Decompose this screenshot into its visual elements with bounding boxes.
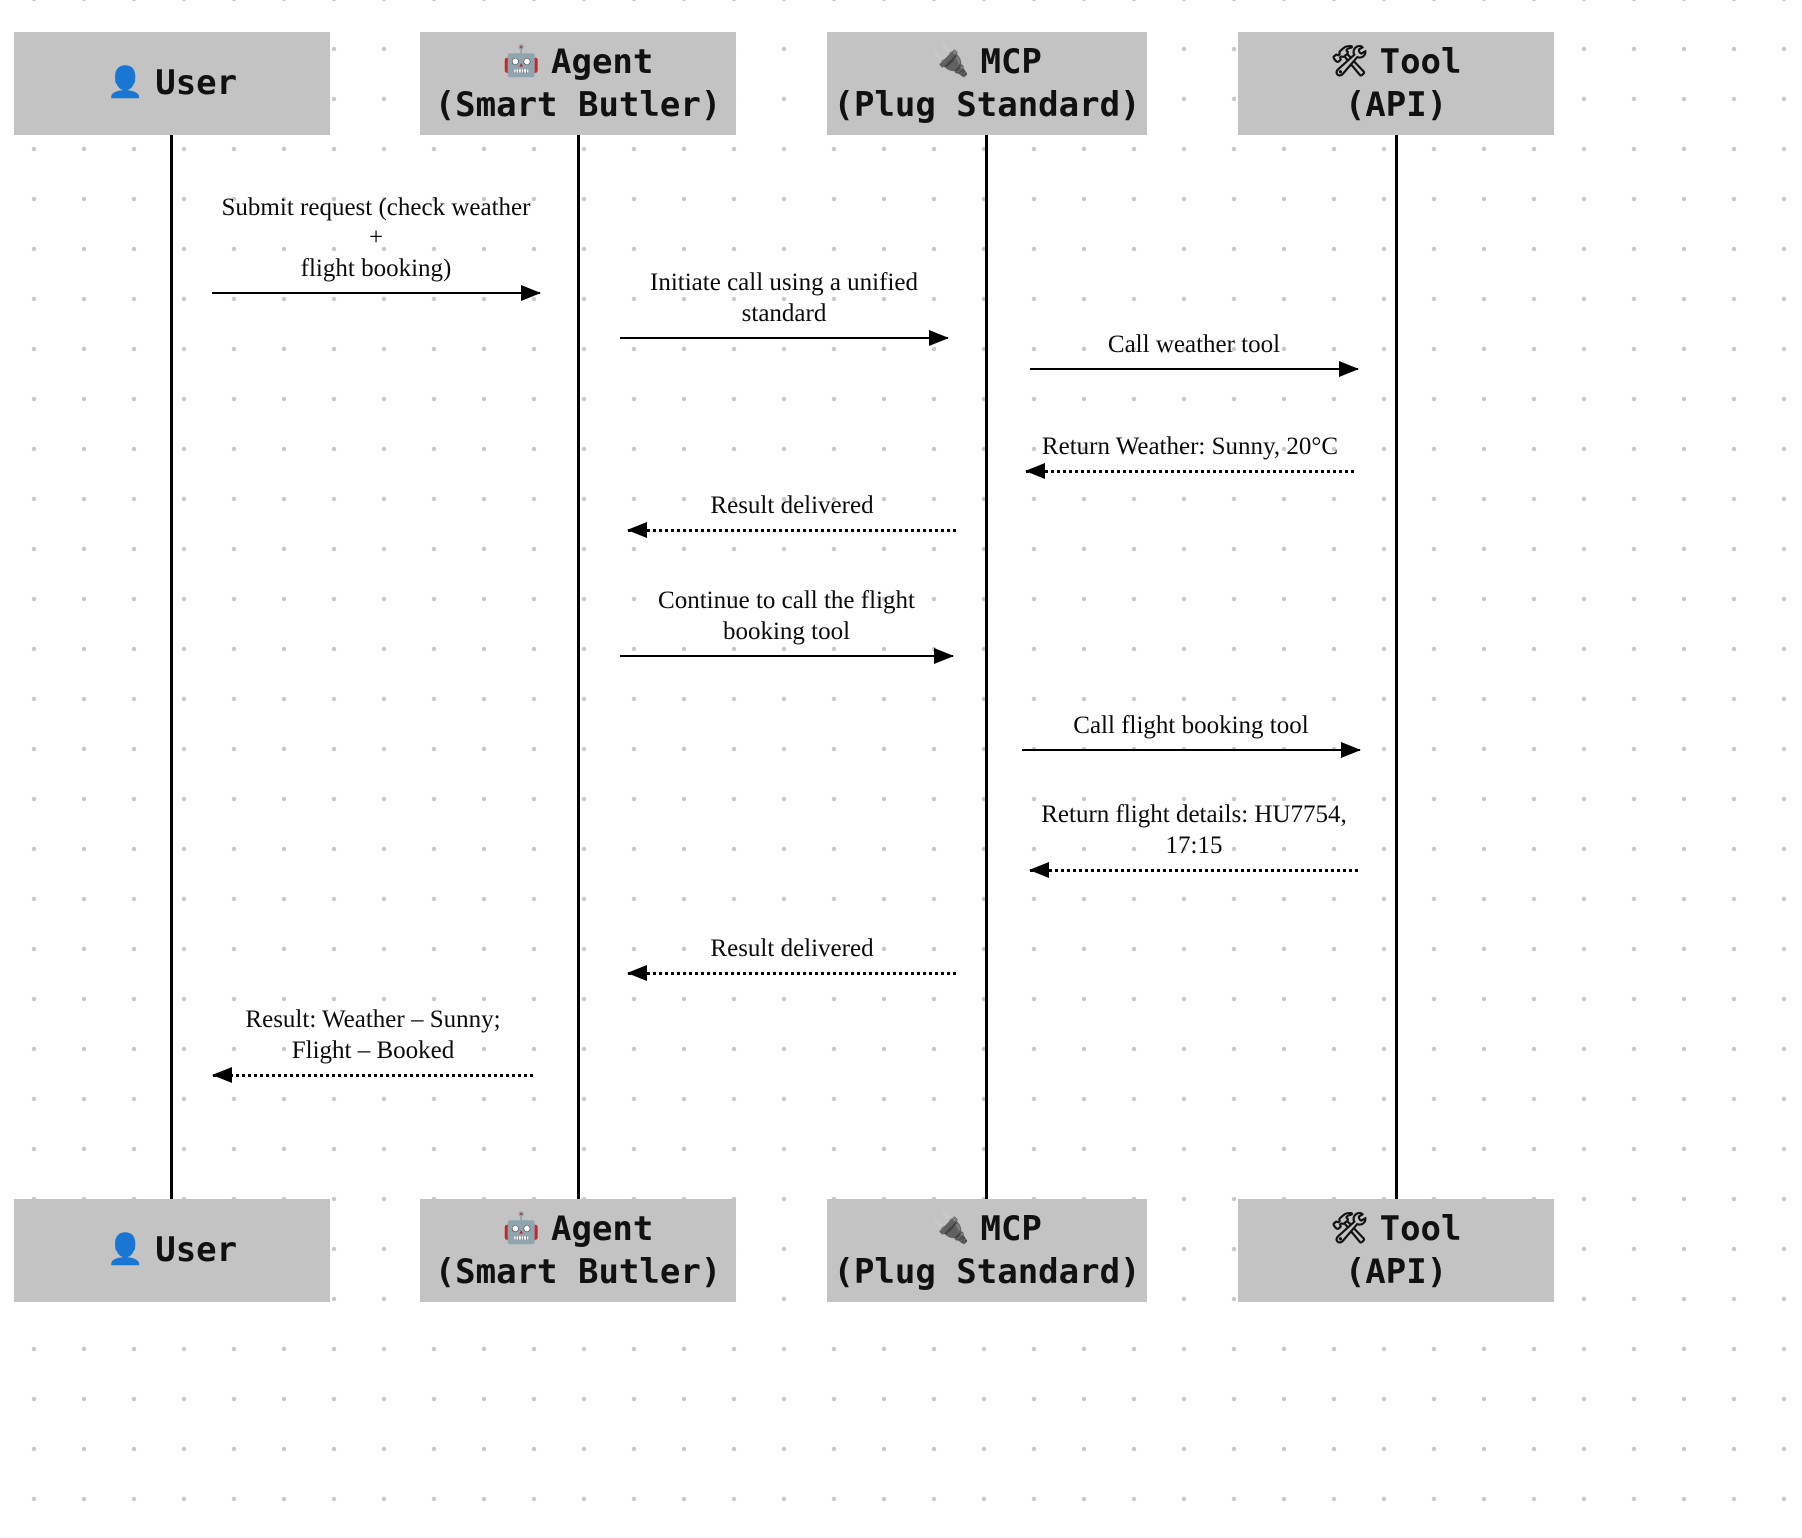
electric-plug-icon: 🔌: [932, 44, 970, 80]
message-label: Submit request (check weather + flight b…: [221, 193, 531, 282]
participant-title-row: 👤 User: [107, 63, 237, 103]
arrow-line: [213, 1074, 533, 1077]
participant-subtitle: (API): [1344, 84, 1448, 125]
bust-in-silhouette-icon: 👤: [106, 1232, 145, 1268]
lifeline-agent: [577, 135, 580, 1201]
arrow-dotted-left: [1025, 462, 1354, 480]
participant-title-row: 🤖 Agent: [503, 42, 654, 82]
participant-title-row: 🤖 Agent: [503, 1209, 654, 1249]
arrow-solid-right: [620, 647, 954, 665]
participant-title-row: 🛠 Tool: [1331, 42, 1462, 82]
arrowhead-left-icon: [627, 522, 647, 538]
participant-title-row: 👤 User: [107, 1230, 237, 1270]
message-label: Call weather tool: [1107, 330, 1281, 358]
arrowhead-right-icon: [1341, 742, 1361, 758]
arrowhead-right-icon: [934, 648, 954, 664]
message-label: Result delivered: [710, 491, 874, 519]
arrow-solid-right: [212, 284, 541, 302]
participant-header-mcp[interactable]: 🔌 MCP (Plug Standard): [827, 32, 1147, 135]
bust-in-silhouette-icon: 👤: [106, 65, 145, 101]
hammer-and-wrench-icon: 🛠: [1330, 1211, 1369, 1247]
participant-footer-tool[interactable]: 🛠 Tool (API): [1238, 1199, 1554, 1302]
participant-name: MCP: [980, 1209, 1042, 1250]
lifeline-mcp: [985, 135, 988, 1201]
participant-title-row: 🛠 Tool: [1331, 1209, 1462, 1249]
robot-icon: 🤖: [502, 44, 540, 80]
arrow-line: [620, 337, 948, 339]
arrow-dotted-left: [627, 521, 956, 539]
participant-title-row: 🔌 MCP: [932, 1209, 1042, 1249]
participant-title-row: 🔌 MCP: [932, 42, 1042, 82]
participant-name: User: [155, 1230, 238, 1271]
message-label: Call flight booking tool: [1073, 711, 1309, 739]
participant-name: Tool: [1379, 42, 1462, 83]
arrowhead-left-icon: [1029, 862, 1049, 878]
arrowhead-right-icon: [1339, 361, 1359, 377]
electric-plug-icon: 🔌: [932, 1211, 970, 1247]
arrow-line: [628, 529, 956, 532]
message-label: Return flight details: HU7754, 17:15: [1041, 801, 1347, 859]
participant-header-user[interactable]: 👤 User: [14, 32, 330, 135]
participant-subtitle: (API): [1344, 1251, 1448, 1292]
lifeline-user: [170, 135, 173, 1201]
arrowhead-left-icon: [1025, 463, 1045, 479]
robot-icon: 🤖: [502, 1211, 540, 1247]
arrow-line: [1026, 470, 1354, 473]
participant-subtitle: (Smart Butler): [434, 84, 722, 125]
participant-header-agent[interactable]: 🤖 Agent (Smart Butler): [420, 32, 736, 135]
participant-header-tool[interactable]: 🛠 Tool (API): [1238, 32, 1554, 135]
participant-footer-user[interactable]: 👤 User: [14, 1199, 330, 1302]
participant-name: Tool: [1379, 1209, 1462, 1250]
arrowhead-right-icon: [929, 330, 949, 346]
arrow-solid-right: [620, 329, 949, 347]
participant-subtitle: (Smart Butler): [434, 1251, 722, 1292]
participant-footer-mcp[interactable]: 🔌 MCP (Plug Standard): [827, 1199, 1147, 1302]
arrow-dotted-left: [1029, 861, 1358, 879]
arrow-dotted-left: [212, 1066, 533, 1084]
participant-name: User: [155, 63, 238, 104]
participant-name: Agent: [551, 42, 654, 83]
arrowhead-right-icon: [521, 285, 541, 301]
participant-name: MCP: [980, 42, 1042, 83]
message-label: Result delivered: [710, 934, 874, 962]
arrow-line: [1030, 869, 1358, 872]
participant-subtitle: (Plug Standard): [833, 1251, 1141, 1292]
participant-footer-agent[interactable]: 🤖 Agent (Smart Butler): [420, 1199, 736, 1302]
arrow-dotted-left: [627, 964, 956, 982]
participant-name: Agent: [551, 1209, 654, 1250]
arrow-line: [1030, 368, 1358, 370]
arrowhead-left-icon: [212, 1067, 232, 1083]
arrow-line: [620, 655, 953, 657]
arrow-solid-right: [1022, 741, 1361, 759]
message-label: Return Weather: Sunny, 20°C: [1041, 432, 1339, 460]
hammer-and-wrench-icon: 🛠: [1330, 44, 1369, 80]
arrow-line: [1022, 749, 1360, 751]
message-label: Initiate call using a unified standard: [650, 269, 918, 327]
arrow-line: [628, 972, 956, 975]
message-label: Result: Weather – Sunny; Flight – Booked: [245, 1006, 501, 1064]
arrow-line: [212, 292, 540, 294]
participant-subtitle: (Plug Standard): [833, 84, 1141, 125]
arrow-solid-right: [1030, 360, 1359, 378]
arrowhead-left-icon: [627, 965, 647, 981]
lifeline-tool: [1395, 135, 1398, 1201]
message-label: Continue to call the flight booking tool: [658, 587, 915, 645]
